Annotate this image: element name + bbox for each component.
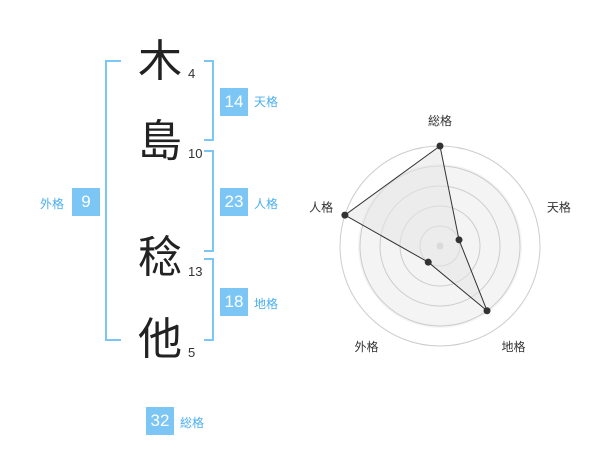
radar-point-2 bbox=[455, 236, 463, 244]
radar-point-4 bbox=[424, 258, 432, 266]
stroke-count-3: 13 bbox=[188, 264, 203, 279]
stroke-count-4: 5 bbox=[188, 345, 196, 360]
jinkaku-bracket bbox=[204, 150, 214, 252]
radar-axis-label-3: 地格 bbox=[501, 339, 525, 354]
chikaku-value: 18 bbox=[220, 288, 248, 316]
gaikaku-bracket bbox=[105, 60, 121, 341]
soukaku-value: 32 bbox=[146, 407, 174, 435]
gaikaku-value: 9 bbox=[72, 188, 100, 216]
name-char-2: 島 bbox=[138, 116, 182, 167]
tenkaku-bracket bbox=[204, 60, 214, 141]
radar-point-3 bbox=[483, 307, 491, 315]
chikaku-label: 地格 bbox=[254, 297, 279, 311]
tenkaku-value: 14 bbox=[220, 88, 248, 116]
tenkaku-label: 天格 bbox=[254, 95, 279, 109]
radar-point-1 bbox=[436, 142, 444, 150]
radar-point-5 bbox=[341, 211, 349, 219]
soukaku-label: 総格 bbox=[180, 416, 205, 430]
radar-axis-label-2: 天格 bbox=[547, 199, 571, 214]
jinkaku-label: 人格 bbox=[254, 197, 279, 211]
name-char-3: 稔 bbox=[138, 232, 182, 283]
stroke-count-2: 10 bbox=[188, 146, 203, 161]
chikaku-bracket bbox=[204, 258, 214, 341]
radar-axis-label-5: 人格 bbox=[309, 199, 333, 214]
radar-polygon bbox=[343, 145, 488, 312]
radar-axis-label-4: 外格 bbox=[355, 339, 379, 354]
jinkaku-value: 23 bbox=[220, 188, 248, 216]
gaikaku-label: 外格 bbox=[40, 197, 65, 211]
name-char-1: 木 bbox=[138, 36, 182, 87]
name-char-4: 他 bbox=[138, 314, 182, 365]
stroke-count-1: 4 bbox=[188, 66, 196, 81]
radar-axis-label-1: 総格 bbox=[428, 113, 452, 128]
